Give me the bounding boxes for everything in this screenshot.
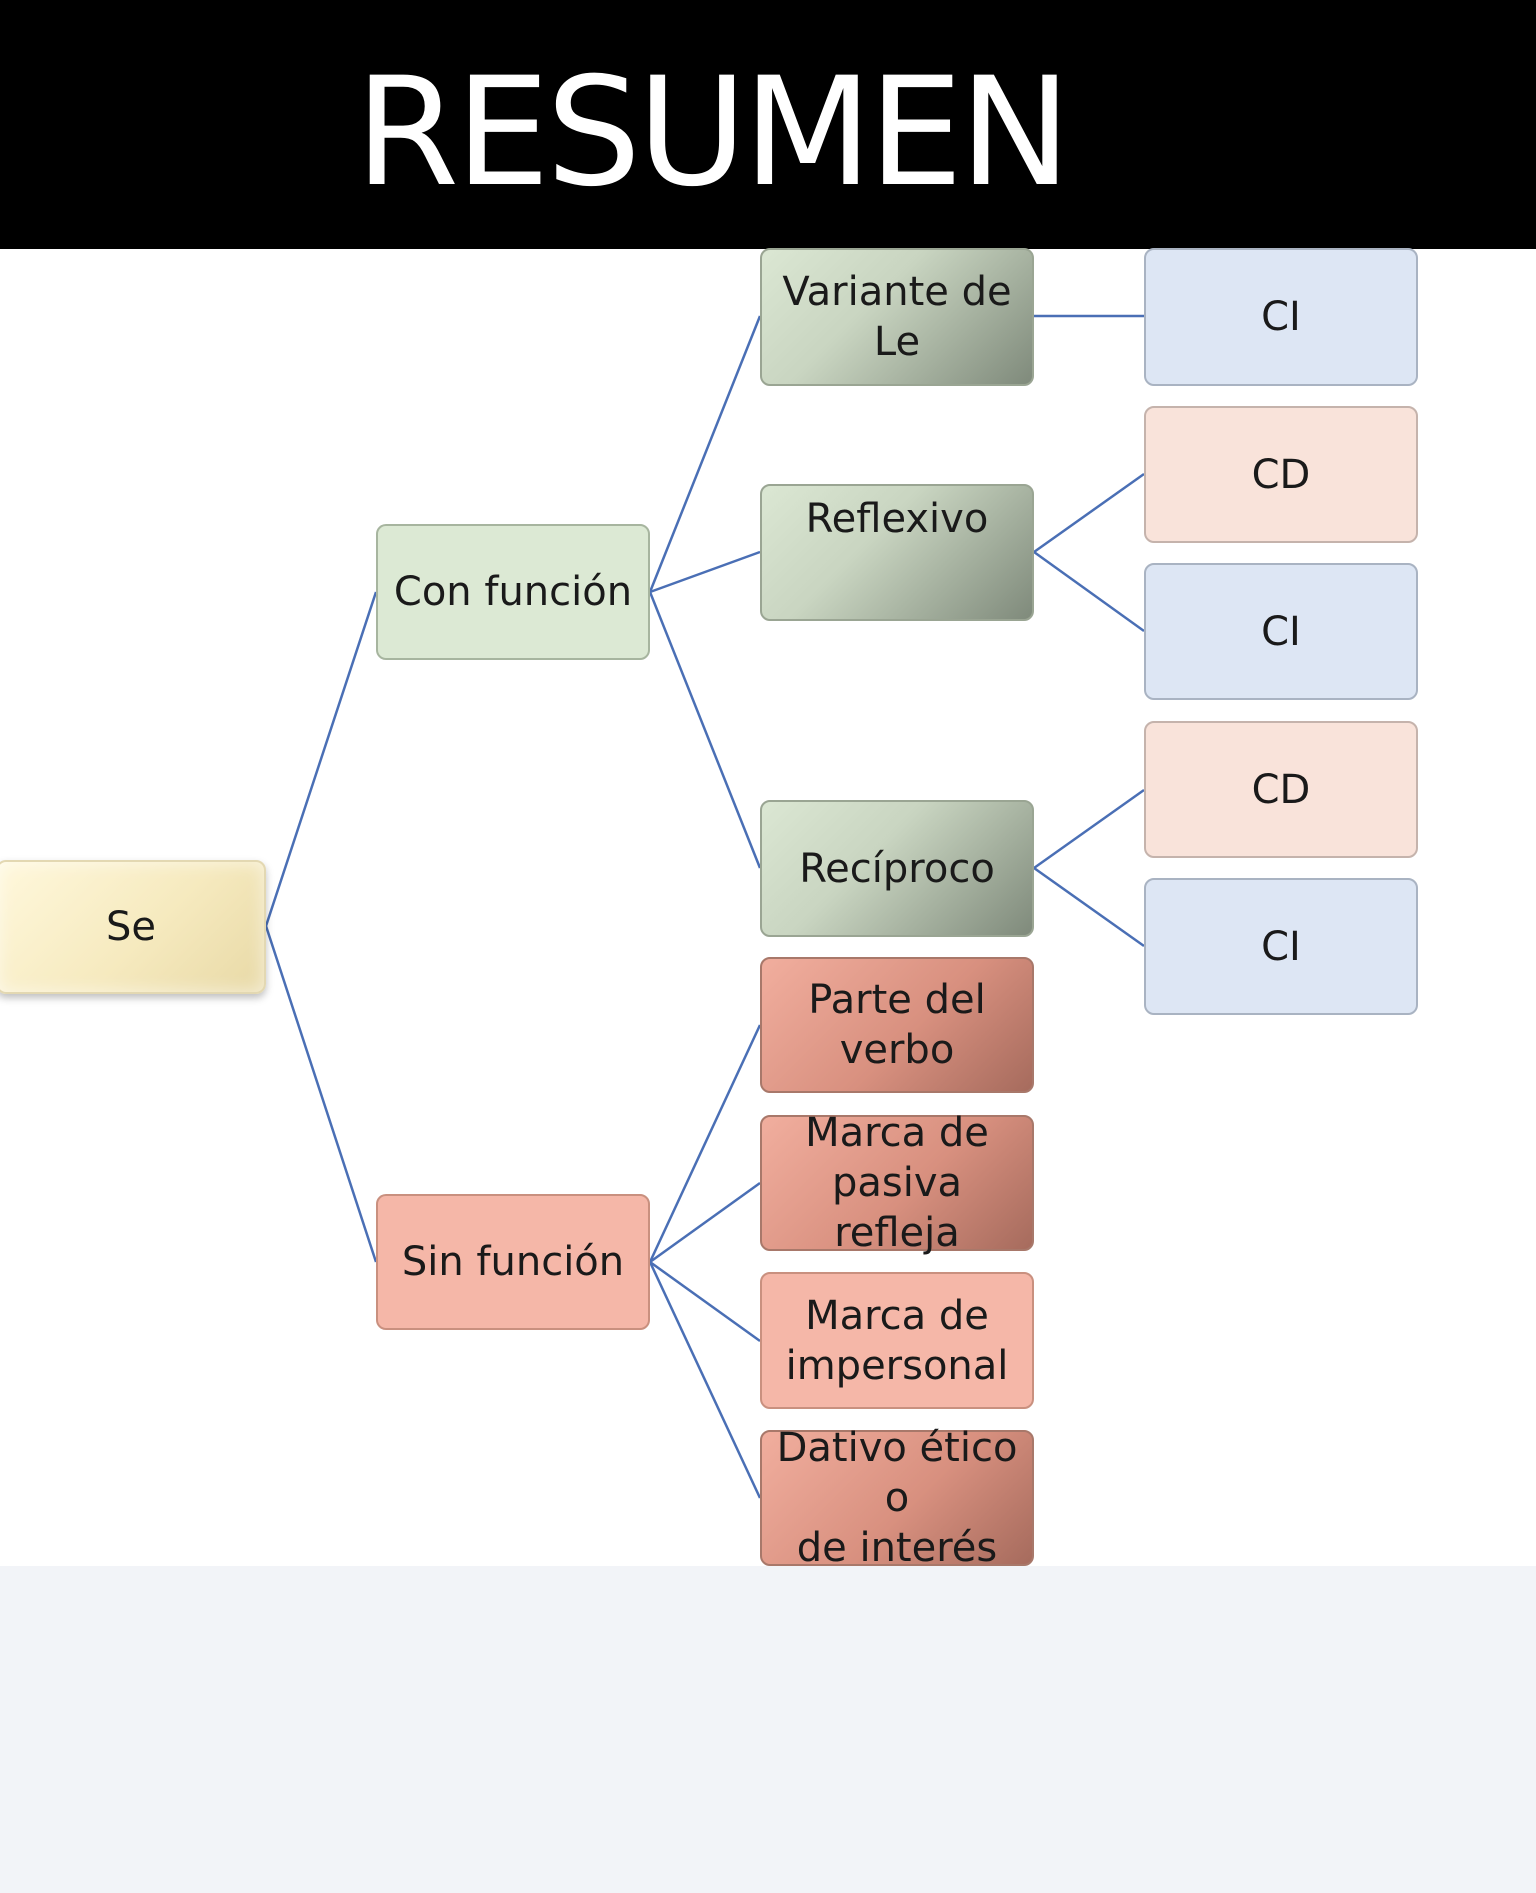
node-parte-del-verbo: Parte del verbo — [760, 957, 1034, 1093]
connector-sin-impersonal — [649, 1260, 761, 1343]
node-sin-funcion: Sin función — [376, 1194, 650, 1330]
node-dativo-etico: Dativo ético o de interés — [760, 1425, 1034, 1571]
connector-sin-dativo — [648, 1261, 762, 1499]
connector-con-variante — [648, 315, 762, 593]
header-bar — [0, 0, 1536, 249]
connector-reflexivo-ci — [1033, 550, 1145, 633]
leaf-reflexivo-cd: CD — [1144, 406, 1418, 543]
connector-reciproco-ci — [1033, 866, 1145, 948]
connector-se-con-funcion — [264, 591, 378, 927]
connector-sin-pasiva — [649, 1181, 761, 1264]
page-title: RESUMEN — [355, 46, 1071, 220]
node-marca-impersonal: Marca de impersonal — [760, 1272, 1034, 1409]
connector-se-sin-funcion — [264, 925, 378, 1263]
connector-sin-parte-verbo — [648, 1024, 762, 1263]
node-se: Se — [0, 860, 266, 994]
leaf-reciproco-ci: CI — [1144, 878, 1418, 1015]
connector-reflexivo-cd — [1033, 472, 1145, 554]
connector-con-reflexivo — [649, 550, 761, 594]
leaf-reflexivo-ci: CI — [1144, 563, 1418, 700]
node-marca-pasiva-refleja: Marca de pasiva refleja — [760, 1110, 1034, 1256]
node-con-funcion: Con función — [376, 524, 650, 660]
connector-reciproco-cd — [1033, 788, 1145, 870]
leaf-variante-ci: CI — [1144, 248, 1418, 386]
leaf-reciproco-cd: CD — [1144, 721, 1418, 858]
node-variante-de-le: Variante de Le — [760, 248, 1034, 386]
node-reciproco: Recíproco — [760, 800, 1034, 937]
node-reflexivo: Reflexivo — [760, 484, 1034, 621]
connector-con-reciproco — [648, 591, 762, 869]
